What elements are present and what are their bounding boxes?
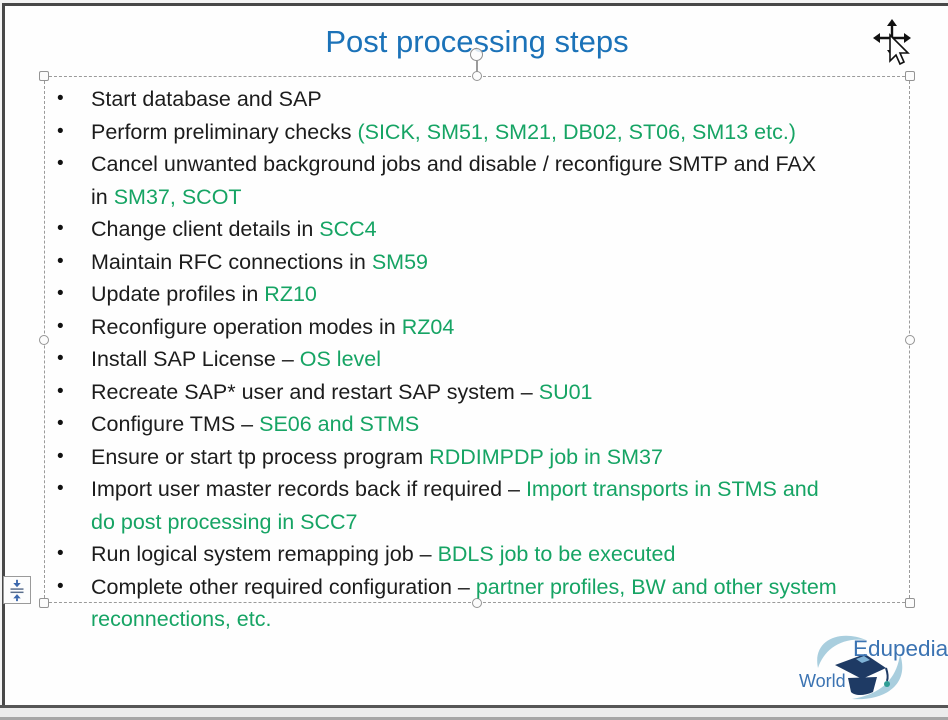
list-item: Ensure or start tp process program RDDIM…	[45, 441, 911, 474]
slide-canvas[interactable]: Post processing steps Start database and…	[5, 6, 948, 705]
list-item: Recreate SAP* user and restart SAP syste…	[45, 376, 911, 409]
bullet-list[interactable]: Start database and SAP Perform prelimina…	[45, 83, 911, 636]
frame-top-highlight	[0, 0, 948, 3]
text-segment: Maintain RFC connections in	[91, 249, 372, 274]
list-item: Update profiles in RZ10	[45, 278, 911, 311]
list-item: Change client details in SCC4	[45, 213, 911, 246]
bottom-letterbox-bar	[0, 708, 948, 717]
list-item: Maintain RFC connections in SM59	[45, 246, 911, 279]
frame-bottom-border	[0, 705, 948, 708]
text-segment-highlight: BDLS job to be executed	[437, 542, 676, 566]
text-segment: Import user master records back if requi…	[91, 477, 526, 501]
list-item: Perform preliminary checks (SICK, SM51, …	[45, 116, 911, 149]
logo-brand-text: Edupedia	[853, 636, 948, 661]
text-segment: Update profiles in	[91, 282, 265, 306]
text-segment: Recreate SAP* user and restart SAP syste…	[91, 379, 539, 404]
list-item: Complete other required configuration – …	[45, 571, 911, 636]
bottom-edge-line	[0, 717, 948, 720]
logo-world-text: World	[799, 671, 846, 691]
rotation-handle[interactable]	[470, 48, 483, 61]
text-segment: Perform preliminary checks	[91, 119, 358, 144]
text-segment: Reconfigure operation modes in	[91, 314, 402, 339]
text-segment-highlight: Import transports in STMS and do post pr…	[91, 477, 819, 534]
content-placeholder-selection[interactable]: Start database and SAP Perform prelimina…	[39, 48, 915, 631]
text-segment: Ensure or start tp process program	[91, 444, 430, 469]
text-segment: Start database and SAP	[91, 87, 322, 111]
list-item: Cancel unwanted background jobs and disa…	[45, 148, 911, 213]
text-segment-highlight: SE06 and STMS	[259, 412, 420, 436]
text-segment: Change client details in	[91, 217, 320, 241]
resize-handle-top-right[interactable]	[905, 71, 915, 81]
text-segment-highlight: (SICK, SM51, SM21, DB02, ST06, SM13 etc.…	[357, 119, 796, 144]
list-item: Start database and SAP	[45, 83, 911, 116]
resize-handle-top-center[interactable]	[472, 71, 482, 81]
text-segment-highlight: RZ10	[264, 282, 317, 306]
list-item: Configure TMS – SE06 and STMS	[45, 408, 911, 441]
list-item: Install SAP License – OS level	[45, 343, 911, 376]
list-item: Reconfigure operation modes in RZ04	[45, 311, 911, 344]
text-segment-highlight: OS level	[299, 347, 382, 371]
list-item: Run logical system remapping job – BDLS …	[45, 538, 911, 571]
text-segment-highlight: SU01	[538, 379, 593, 404]
text-segment: Run logical system remapping job –	[91, 542, 438, 566]
list-item: Import user master records back if requi…	[45, 473, 911, 538]
text-segment-highlight: RZ04	[401, 314, 455, 339]
rotation-handle-stem	[476, 61, 478, 73]
text-segment: Install SAP License –	[91, 347, 300, 371]
edupedia-logo[interactable]: Edupedia World	[794, 628, 948, 704]
text-segment: Configure TMS –	[91, 412, 260, 436]
text-segment-highlight: SM59	[371, 249, 428, 274]
frame-left-border	[2, 3, 5, 707]
graduation-cap-icon	[835, 654, 890, 695]
autofit-icon	[10, 579, 24, 602]
text-segment-highlight: RDDIMPDP job in SM37	[429, 444, 663, 469]
autofit-options-button[interactable]	[3, 576, 31, 604]
resize-handle-top-left[interactable]	[39, 71, 49, 81]
frame-top-border	[0, 3, 948, 6]
text-segment: Cancel unwanted background jobs and disa…	[91, 152, 817, 209]
frame-left-highlight	[0, 0, 2, 708]
text-segment-highlight: partner profiles, BW and other system re…	[91, 574, 837, 632]
text-segment-highlight: SM37, SCOT	[113, 184, 242, 209]
text-segment: Complete other required configuration –	[91, 574, 476, 599]
text-segment-highlight: SCC4	[319, 217, 377, 241]
logo-swirl-icon	[817, 635, 903, 700]
